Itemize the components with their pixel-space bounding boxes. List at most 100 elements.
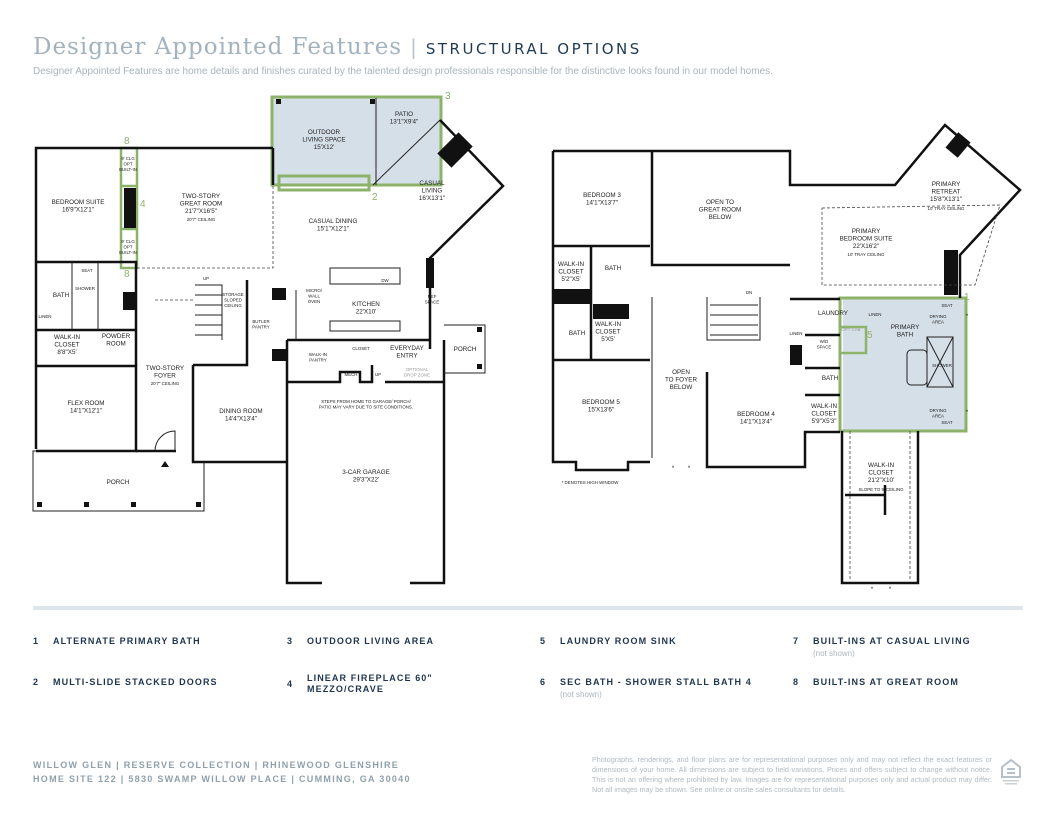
room-label-line: * <box>688 465 691 472</box>
room-label-line: CEILING <box>224 303 242 308</box>
room-label-line: TO FOYER <box>665 377 698 384</box>
room-label-line: CASUAL DINING <box>309 218 358 225</box>
room-label-line: LINEN <box>790 331 803 336</box>
option-marker: 4 <box>140 199 146 210</box>
room-label-line: BATH <box>897 332 914 339</box>
room-label-line: SPACE <box>817 345 832 350</box>
room-label-line: 22'X16'2" <box>853 243 879 250</box>
room-label-line: BEDROOM SUITE <box>840 236 893 243</box>
room-label-line: * <box>889 586 892 593</box>
room-label-line: BATH <box>822 375 839 382</box>
room-label-line: BELOW <box>670 384 693 391</box>
room-label-line: DRYING <box>930 314 948 319</box>
room-label-line: WALK-IN <box>595 321 621 328</box>
option-3-outline <box>270 95 443 187</box>
room-label-line: DW <box>381 278 389 283</box>
primary-bath-fill <box>843 299 965 430</box>
room-label-line: PRIMARY <box>852 228 881 235</box>
room-label-line: WALK-IN <box>558 261 584 268</box>
room-label-line: STEPS FROM HOME TO GARAGE/ PORCH/ <box>321 399 411 404</box>
room-label-line: OPT CAB <box>841 327 860 332</box>
room-label-line: OPT <box>123 162 132 167</box>
room-label-line: WALK-IN <box>868 462 894 469</box>
room-label-line: OPT <box>123 245 132 250</box>
room-label-line: WALK-IN <box>811 403 837 410</box>
room-label-line: 14'1"X13'4" <box>740 419 772 426</box>
room-label-line: WALK-IN <box>309 352 327 357</box>
room-label-line: 10' TRAY CEILING <box>928 206 966 211</box>
room-label: PORCH <box>454 346 477 353</box>
room-label-line: BATH <box>605 265 622 272</box>
room-label-line: CLOSET <box>558 269 583 276</box>
legend-number: 8 <box>793 677 800 687</box>
room-label: LINEN <box>790 331 803 336</box>
room-label-line: SPACE <box>425 300 440 305</box>
room-label-line: ENTRY <box>396 353 418 360</box>
room-label-line: UP <box>375 372 381 377</box>
option-1-outline <box>838 296 968 433</box>
room-label-line: 9' CLG <box>121 239 135 244</box>
legend-label: OUTDOOR LIVING AREA <box>307 636 435 646</box>
option-marker: 8 <box>124 136 130 147</box>
room-label: BATH <box>53 292 70 299</box>
room-label-line: 20'7" CEILING <box>187 217 216 222</box>
room-label: 20'7" CEILING <box>187 217 216 222</box>
room-label-line: 14'1"X12'1" <box>70 408 102 415</box>
room-label-line: CLOSET <box>811 411 836 418</box>
room-label-line: SHOWER <box>75 286 95 291</box>
legend-note: (not shown) <box>560 690 602 699</box>
equal-housing-opportunity-icon <box>1001 758 1021 785</box>
room-label-line: W/D <box>820 339 829 344</box>
room-label-line: DROP ZONE <box>404 373 430 378</box>
room-label-line: BUTLER <box>252 319 269 324</box>
room-label-line: PATIO MAY VARY DUE TO SITE CONDITIONS. <box>319 405 413 410</box>
room-label-line: LIVING SPACE <box>302 137 345 144</box>
room-label-line: POWDER <box>102 333 131 340</box>
room-label-line: STORAGE <box>222 292 243 297</box>
room-label: BATH <box>569 330 586 337</box>
room-label-line: OPEN TO <box>706 199 734 206</box>
room-label: SEAT <box>941 420 952 425</box>
room-label: SLOPE TO 9' CEILING <box>858 487 904 492</box>
room-label-line: WALL <box>308 294 320 299</box>
title-subtitle: STRUCTURAL OPTIONS <box>425 40 642 58</box>
room-label: * DENOTES HIGH WINDOW <box>562 480 620 485</box>
room-label: UP <box>203 276 209 281</box>
room-label-line: 29'3"X22' <box>353 477 379 484</box>
option-marker: 8 <box>124 269 130 280</box>
legend-item-8: 8 BUILT-INS AT GREAT ROOM <box>793 677 959 687</box>
page-description: Designer Appointed Features are home det… <box>33 66 773 77</box>
room-label-line: DN <box>746 290 752 295</box>
room-label: OPT CAB <box>841 327 860 332</box>
option-marker: 2 <box>372 192 378 203</box>
room-label-line: 3-CAR GARAGE <box>342 469 390 476</box>
room-label-line: 9' CLG <box>121 156 135 161</box>
room-label-line: PANTRY <box>252 325 269 330</box>
room-label-line: * <box>966 313 969 320</box>
room-label-line: SEAT <box>81 268 92 273</box>
room-label-line: 14'1"X13'7" <box>586 200 618 207</box>
room-label: 20'7" CEILING <box>151 381 180 386</box>
room-label-line: SHOWER <box>932 363 952 368</box>
room-label-line: PRIMARY <box>891 324 920 331</box>
room-label-line: ROOM <box>106 341 126 348</box>
legend-label: BUILT-INS AT GREAT ROOM <box>813 677 959 687</box>
room-label-line: BEDROOM 3 <box>583 192 621 199</box>
